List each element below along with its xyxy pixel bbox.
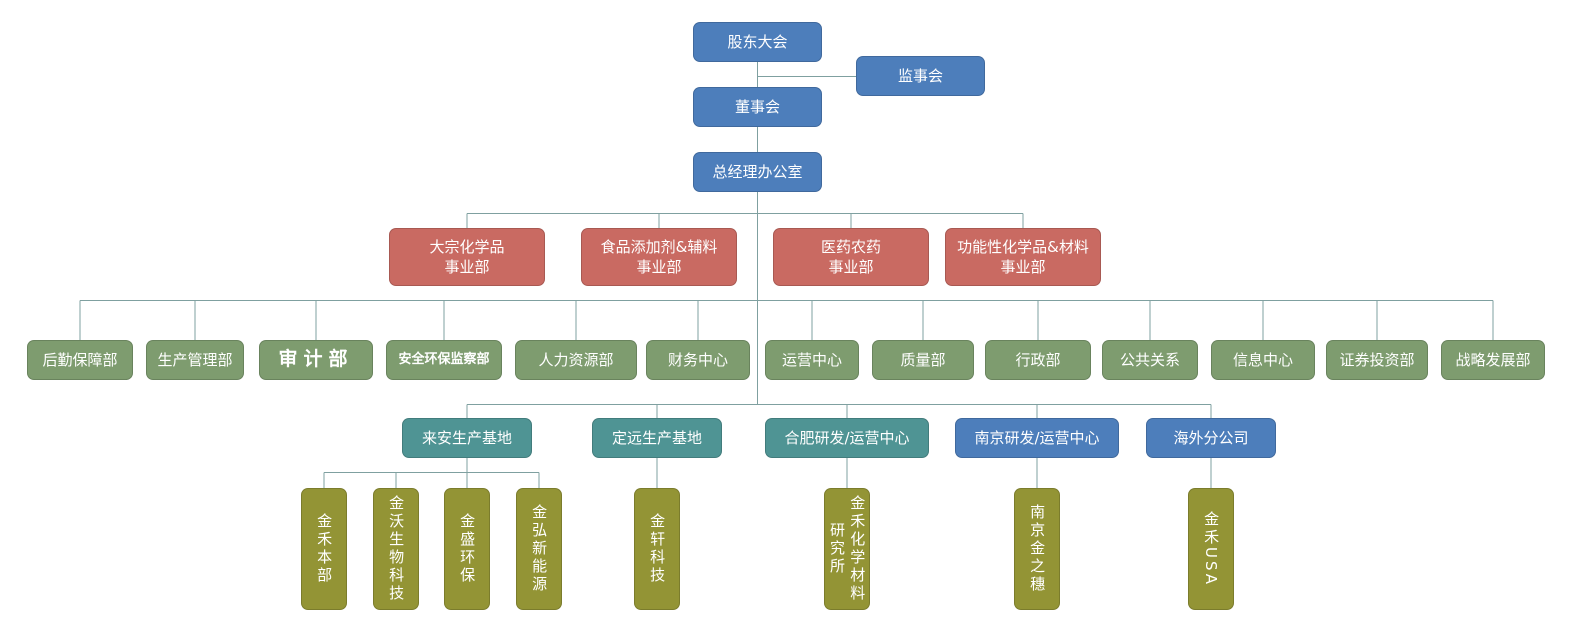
node-base-dingyuan: 定远生产基地 [592, 418, 722, 458]
node-dept-quality: 质量部 [872, 340, 974, 380]
node-sub-jinhe-hq: 金禾本部 [301, 488, 347, 610]
node-dept-finance-center: 财务中心 [646, 340, 750, 380]
node-sub-jinhong-new-energy: 金弘新能源 [516, 488, 562, 610]
subsidiary-links [323, 458, 1212, 488]
node-sub-jinhe-usa: 金禾USA [1188, 488, 1234, 610]
node-supervisory-board: 监事会 [856, 56, 985, 96]
node-sub-jinhe-chemical-materials-institute: 金禾化学材料 研究所 [824, 488, 870, 610]
governance-links [757, 62, 856, 405]
node-center-hefei-rd-operations: 合肥研发/运营中心 [765, 418, 929, 458]
node-dept-human-resources: 人力资源部 [515, 340, 637, 380]
node-shareholders-meeting: 股东大会 [693, 22, 822, 62]
node-board-of-directors: 董事会 [693, 87, 822, 127]
node-center-nanjing-rd-operations: 南京研发/运营中心 [955, 418, 1119, 458]
division-links [466, 213, 1024, 228]
node-division-bulk-chemicals: 大宗化学品 事业部 [389, 228, 545, 286]
node-dept-operations-center: 运营中心 [765, 340, 859, 380]
node-dept-securities-investment: 证券投资部 [1326, 340, 1428, 380]
node-sub-jinxuan-tech: 金轩科技 [634, 488, 680, 610]
node-dept-strategic-development: 战略发展部 [1441, 340, 1545, 380]
node-dept-information-center: 信息中心 [1211, 340, 1315, 380]
node-overseas-branch: 海外分公司 [1146, 418, 1276, 458]
node-sub-nanjing-jinzhisui: 南京金之穗 [1014, 488, 1060, 610]
department-links [79, 300, 1494, 340]
node-division-functional-chemicals: 功能性化学品&材料 事业部 [945, 228, 1101, 286]
node-base-laian: 来安生产基地 [402, 418, 532, 458]
node-gm-office: 总经理办公室 [693, 152, 822, 192]
node-dept-audit: 审计部 [259, 340, 373, 380]
node-sub-jinsheng-environmental: 金盛环保 [444, 488, 490, 610]
node-division-pharma-pesticide: 医药农药 事业部 [773, 228, 929, 286]
node-dept-safety-environment-supervision: 安全环保监察部 [386, 340, 502, 380]
node-dept-administration: 行政部 [985, 340, 1091, 380]
node-dept-public-relations: 公共关系 [1102, 340, 1198, 380]
node-sub-jinwo-biotech: 金沃生物科技 [373, 488, 419, 610]
node-division-food-additives: 食品添加剂&辅料 事业部 [581, 228, 737, 286]
node-dept-production-management: 生产管理部 [146, 340, 244, 380]
node-dept-logistics-support: 后勤保障部 [27, 340, 133, 380]
base-links [466, 404, 1212, 418]
